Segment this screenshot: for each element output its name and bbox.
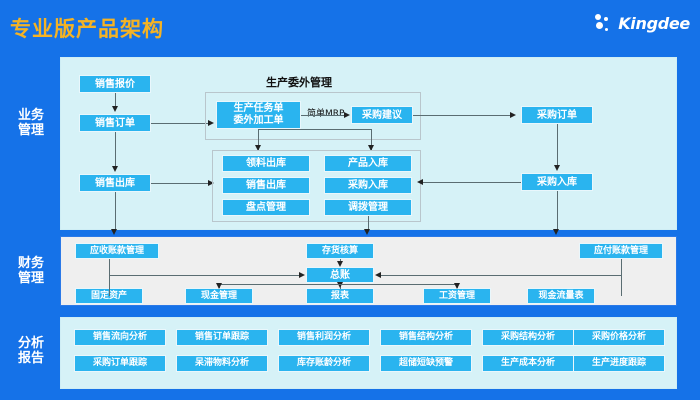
arrow-business-finance-left [110, 229, 117, 235]
connector-inventory-finance [368, 216, 369, 230]
connector-ledger-bus [219, 284, 457, 285]
kingdee-logo: Kingdee [593, 10, 690, 36]
node-production-cost-analysis[interactable]: 生产成本分析 [482, 355, 574, 372]
node-inventory-aging-analysis[interactable]: 库存账龄分析 [278, 355, 370, 372]
sidebar-item-business[interactable]: 业务 管理 [6, 108, 56, 138]
sidebar-item-business-line2: 管理 [17, 123, 44, 138]
connector-pay-down [621, 259, 622, 296]
node-transfer-management[interactable]: 调拨管理 [324, 199, 412, 216]
node-cash-management[interactable]: 现金管理 [185, 288, 253, 304]
node-purchase-price-analysis[interactable]: 采购价格分析 [573, 329, 665, 346]
sidebar-item-finance[interactable]: 财务 管理 [6, 256, 56, 286]
arrow-quote-order [111, 106, 118, 112]
node-purchase-order-tracking[interactable]: 采购订单跟踪 [74, 355, 166, 372]
production-group-box [205, 92, 421, 140]
connector-pay-ledger [381, 275, 621, 276]
node-sales-order[interactable]: 销售订单 [79, 114, 151, 132]
arrow-receipt-inventory [417, 178, 423, 185]
sidebar-item-finance-line2: 管理 [17, 271, 44, 286]
arrow-business-finance-right [552, 229, 559, 235]
analysis-panel: 销售流向分析 销售订单跟踪 销售利润分析 销售结构分析 采购结构分析 采购价格分… [60, 317, 677, 389]
connector-quote-order [115, 93, 116, 107]
arrow-business-finance-mid [363, 229, 370, 235]
connector-task-product-in [371, 129, 372, 150]
kingdee-dots-icon [593, 13, 615, 33]
node-cash-flow-statement[interactable]: 现金流量表 [527, 288, 595, 304]
connector-order-delivery [115, 132, 116, 167]
sidebar-item-analysis-line2: 报告 [17, 351, 44, 366]
node-payables[interactable]: 应付账款管理 [579, 243, 663, 259]
connector-task-right [258, 129, 371, 130]
arrow-order-task [208, 119, 214, 126]
node-receivables[interactable]: 应收账款管理 [75, 243, 159, 259]
arrow-order-delivery [111, 166, 118, 172]
arrow-ledger-reports [336, 282, 343, 288]
arrow-recv-ledger [299, 271, 305, 278]
production-group-title: 生产委外管理 [266, 76, 332, 89]
node-inventory-accounting[interactable]: 存货核算 [306, 243, 374, 259]
page-header: 专业版产品架构 Kingdee [0, 0, 700, 50]
node-purchase-order[interactable]: 采购订单 [521, 106, 593, 124]
arrow-advice-po [510, 111, 516, 118]
node-sales-delivery[interactable]: 销售出库 [79, 174, 151, 192]
arrow-task-advice [344, 111, 350, 118]
sidebar-item-analysis[interactable]: 分析 报告 [6, 336, 56, 366]
arrow-bus-cash [215, 283, 222, 289]
connector-receipt-finance [557, 191, 558, 230]
arrow-delivery-inventory [208, 179, 214, 186]
connector-recv-down [109, 259, 110, 296]
arrow-bus-payroll [453, 283, 460, 289]
arrow-inv-ledger [336, 261, 343, 267]
node-payroll[interactable]: 工资管理 [423, 288, 491, 304]
sidebar-item-business-line1: 业务 [17, 108, 44, 123]
business-panel: 销售报价 销售订单 销售出库 生产委外管理 生产任务单 委外加工单 简单MRP … [60, 57, 677, 230]
node-material-issue[interactable]: 领料出库 [222, 155, 310, 172]
page-title: 专业版产品架构 [10, 17, 164, 41]
label-simple-mrp: 简单MRP [307, 109, 345, 119]
arrow-task-product-in [367, 145, 374, 151]
connector-receipt-inventory [423, 182, 521, 183]
node-sales-profit-analysis[interactable]: 销售利润分析 [278, 329, 370, 346]
node-slow-moving-material-analysis[interactable]: 呆滞物料分析 [176, 355, 268, 372]
node-product-receipt[interactable]: 产品入库 [324, 155, 412, 172]
finance-panel: 应收账款管理 存货核算 应付账款管理 总账 固定资产 现金管理 报表 工资管理 … [60, 236, 677, 306]
arrow-pay-ledger [375, 271, 381, 278]
sidebar-item-finance-line1: 财务 [17, 256, 44, 271]
brand-name: Kingdee [618, 13, 690, 33]
node-purchase-structure-analysis[interactable]: 采购结构分析 [482, 329, 574, 346]
node-overstock-shortage-alert[interactable]: 超储短缺预警 [380, 355, 472, 372]
node-sales-order-tracking[interactable]: 销售订单跟踪 [176, 329, 268, 346]
connector-advice-po [413, 115, 511, 116]
node-sales-flow-analysis[interactable]: 销售流向分析 [74, 329, 166, 346]
connector-delivery-down [115, 192, 116, 230]
connector-task-down [258, 129, 259, 150]
arrow-po-receipt [553, 165, 560, 171]
connector-po-receipt [557, 124, 558, 166]
node-sales-quote[interactable]: 销售报价 [79, 75, 151, 93]
node-purchase-advice[interactable]: 采购建议 [351, 106, 413, 124]
node-reports[interactable]: 报表 [306, 288, 374, 304]
node-sales-structure-analysis[interactable]: 销售结构分析 [380, 329, 472, 346]
connector-task-advice [301, 115, 345, 116]
sidebar-item-analysis-line1: 分析 [17, 336, 44, 351]
node-purchase-receipt[interactable]: 采购入库 [521, 173, 593, 191]
connector-delivery-inventory [151, 183, 209, 184]
node-sales-issue[interactable]: 销售出库 [222, 177, 310, 194]
connector-order-task [151, 123, 209, 124]
node-purchase-receipt-inv[interactable]: 采购入库 [324, 177, 412, 194]
node-production-task-order[interactable]: 生产任务单 委外加工单 [216, 101, 301, 129]
inventory-group-box [212, 150, 421, 222]
node-stocktake-management[interactable]: 盘点管理 [222, 199, 310, 216]
arrow-task-material [254, 145, 261, 151]
node-general-ledger[interactable]: 总账 [306, 267, 374, 283]
node-production-progress-tracking[interactable]: 生产进度跟踪 [573, 355, 665, 372]
connector-recv-ledger [109, 275, 299, 276]
